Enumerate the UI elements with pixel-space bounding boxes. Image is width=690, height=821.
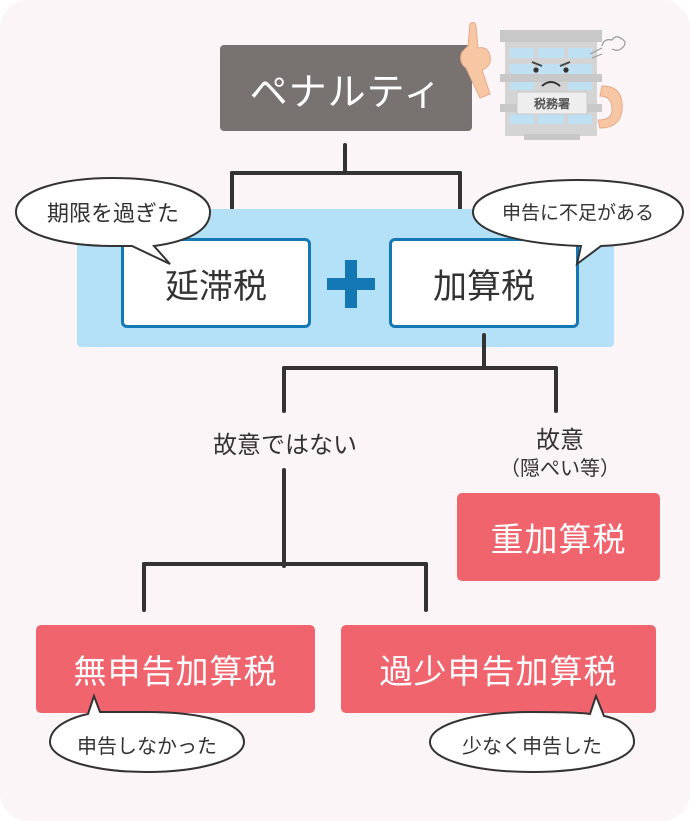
connector-line <box>458 171 462 219</box>
bubble-text: 期限を過ぎた <box>46 202 179 227</box>
bubble-text: 申告しなかった <box>77 734 217 758</box>
connector-line <box>142 562 428 566</box>
connector-line <box>554 366 558 413</box>
tax-office-mascot-icon: 税務署 <box>452 16 632 146</box>
additional-tax-box: 加算税 <box>389 238 579 328</box>
late-payment-tax-label: 延滞税 <box>165 266 267 307</box>
speech-bubble-no-filing: 申告しなかった <box>48 693 246 774</box>
tax-office-sign: 税務署 <box>533 97 570 111</box>
connector-line <box>282 366 286 413</box>
connector-line <box>142 562 146 612</box>
plus-icon <box>327 260 375 308</box>
speech-bubble-under-reporting: 少なく申告した <box>428 693 636 774</box>
no-filing-penalty-box: 無申告加算税 <box>36 625 315 713</box>
heavy-additional-tax-label: 重加算税 <box>490 520 627 559</box>
heavy-additional-tax-box: 重加算税 <box>457 493 660 581</box>
speech-bubble-insufficient: 申告に不足がある <box>471 178 685 267</box>
connector-line <box>230 171 462 175</box>
speech-bubble-overdue: 期限を過ぎた <box>14 176 212 265</box>
not-intentional-label: 故意ではない <box>213 431 357 459</box>
connector-line <box>343 143 347 175</box>
intentional-label: 故意 <box>536 426 584 454</box>
connector-line <box>282 468 286 568</box>
under-reporting-penalty-box: 過少申告加算税 <box>341 625 656 713</box>
intentional-sublabel: （隠ぺい等） <box>500 456 620 480</box>
additional-tax-label: 加算税 <box>433 266 535 307</box>
penalty-box: ペナルティ <box>220 45 472 131</box>
under-reporting-penalty-label: 過少申告加算税 <box>379 652 618 691</box>
bubble-text: 申告に不足がある <box>501 202 654 224</box>
connector-line <box>482 333 486 370</box>
no-filing-penalty-label: 無申告加算税 <box>73 652 278 691</box>
penalty-label: ペナルティ <box>249 69 443 114</box>
connector-line <box>230 171 234 219</box>
bubble-text: 少なく申告した <box>462 734 602 758</box>
connector-line <box>282 366 558 370</box>
connector-line <box>424 562 428 612</box>
